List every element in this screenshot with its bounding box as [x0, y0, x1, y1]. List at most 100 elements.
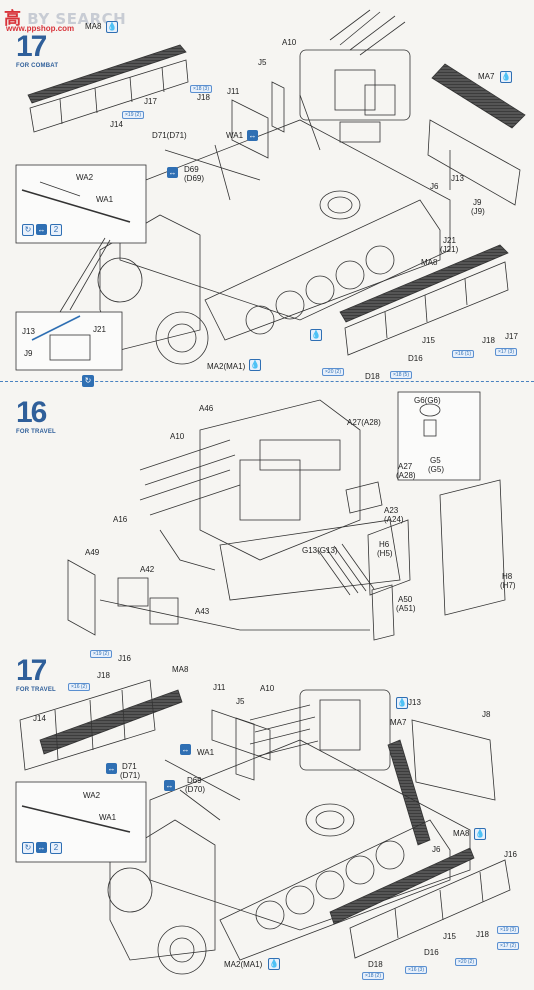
halftrack-body-part: [97, 119, 451, 365]
part-count-badge: ×18 (2): [362, 972, 384, 980]
label-j18-lower: J18: [476, 930, 489, 939]
label-j13: J13: [451, 174, 464, 183]
label-j18: J18: [97, 671, 110, 680]
label-j13: J13: [408, 698, 421, 707]
label-ma7: MA7: [478, 72, 495, 81]
label-j5: J5: [258, 58, 267, 67]
label-j13-inset: J13: [22, 327, 35, 336]
part-count-badge: ×16 (2): [68, 683, 90, 691]
label-a10: A10: [282, 38, 297, 47]
step-caption: FOR TRAVEL: [16, 429, 56, 435]
panel-a50-part: [371, 584, 395, 641]
label-j9-alt: (J9): [471, 207, 485, 216]
label-a43: A43: [195, 607, 210, 616]
label-j18-lower: J18: [482, 336, 495, 345]
label-a28: (A28): [396, 471, 416, 480]
panel-j11-s3-part: [211, 709, 271, 761]
label-h7: (H7): [500, 581, 516, 590]
label-a51: (A51): [396, 604, 416, 613]
rail-ma7-part: [431, 63, 526, 129]
part-count-badge: ×19 (3): [497, 926, 519, 934]
label-h8: H8: [502, 572, 513, 581]
label-ma8: MA8: [85, 22, 102, 31]
label-a10: A10: [170, 432, 185, 441]
step-number: 17: [16, 654, 47, 687]
label-a23: A23: [384, 506, 399, 515]
part-count-badge: ×19 (2): [90, 650, 112, 658]
step-caption: FOR COMBAT: [16, 63, 59, 69]
label-j14: J14: [110, 120, 123, 129]
step-number: 17: [16, 30, 47, 63]
label-d16: D16: [424, 948, 439, 957]
watermark: 高 BY SEARCH: [4, 4, 164, 29]
panel-j5-s3-part: [235, 717, 255, 781]
glue-icon: 💧: [249, 359, 261, 371]
swap-icon: ↔: [167, 167, 178, 178]
label-j18: J18: [197, 93, 210, 102]
label-wa1-inset: WA1: [96, 195, 114, 204]
step-17-travel: 17 FOR TRAVEL: [16, 656, 56, 694]
step-number: 16: [16, 396, 47, 429]
rail-ma8-s3-part: [39, 689, 183, 755]
label-j21-inset: J21: [93, 325, 106, 334]
label-wa1: WA1: [226, 131, 244, 140]
swap-icon: ↔: [106, 763, 117, 774]
label-j21-alt: (J21): [440, 245, 459, 254]
label-j9-inset: J9: [24, 349, 33, 358]
label-ma8-lower: MA8: [421, 258, 438, 267]
glue-icon: 💧: [310, 329, 322, 341]
frame-j13-part: [427, 119, 521, 206]
watermark-site: www.ppshop.com: [6, 24, 75, 33]
label-j5: J5: [236, 697, 245, 706]
label-h6: H6: [379, 540, 390, 549]
label-j8: J8: [482, 710, 491, 719]
label-a42: A42: [140, 565, 155, 574]
swap-icon: ↔: [36, 842, 47, 853]
label-j11: J11: [213, 683, 226, 692]
label-h5: (H5): [377, 549, 393, 558]
panel-a23-part: [345, 481, 383, 514]
ammo-g13-part: [317, 543, 375, 596]
label-j15: J15: [443, 932, 456, 941]
rail-ma8-part: [27, 44, 187, 104]
part-count-badge: ×19 (2): [122, 111, 144, 119]
panel-j11-part: [231, 99, 269, 159]
inset-g6-panel: [397, 391, 481, 481]
tool-icon: ↻: [22, 842, 34, 854]
frame-j13-s3-part: [411, 719, 496, 801]
label-j17-lower: J17: [505, 332, 518, 341]
frame-j14-part: [29, 59, 189, 133]
label-a10: A10: [260, 684, 275, 693]
panel-j5-part: [271, 81, 285, 133]
swap-icon: ↔: [164, 780, 175, 791]
label-g5: G5: [430, 456, 441, 465]
tool-icon: ↻: [22, 224, 34, 236]
label-j15: J15: [422, 336, 435, 345]
part-count-badge: ×16 (3): [405, 966, 427, 974]
part-count-badge: ×18 (3): [190, 85, 212, 93]
label-d71: D71(D71): [152, 131, 187, 140]
rail-ma8-lower-s3-part: [329, 847, 475, 925]
label-j17: J17: [144, 97, 157, 106]
glue-icon: 💧: [268, 958, 280, 970]
glue-icon: 💧: [396, 697, 408, 709]
label-ma8-lower: MA8: [453, 829, 470, 838]
part-count-badge: ×17 (3): [495, 348, 517, 356]
part-count-badge: ×20 (2): [455, 958, 477, 966]
label-g6: G6(G6): [414, 396, 441, 405]
box-a42-part: [117, 577, 149, 607]
flip-icon: ↻: [82, 375, 94, 387]
label-d18: D18: [365, 372, 380, 381]
label-d71-alt: (D71): [120, 771, 141, 780]
label-ma8: MA8: [172, 665, 189, 674]
label-a50: A50: [398, 595, 413, 604]
label-d70: (D70): [185, 785, 206, 794]
label-d71: D71: [122, 762, 137, 771]
label-d69-alt: (D69): [184, 174, 205, 183]
inset-rifle-s3-panel: [15, 781, 147, 863]
label-d69: D69: [187, 776, 202, 785]
panel-h6-part: [367, 519, 411, 596]
label-ma7: MA7: [390, 718, 407, 727]
